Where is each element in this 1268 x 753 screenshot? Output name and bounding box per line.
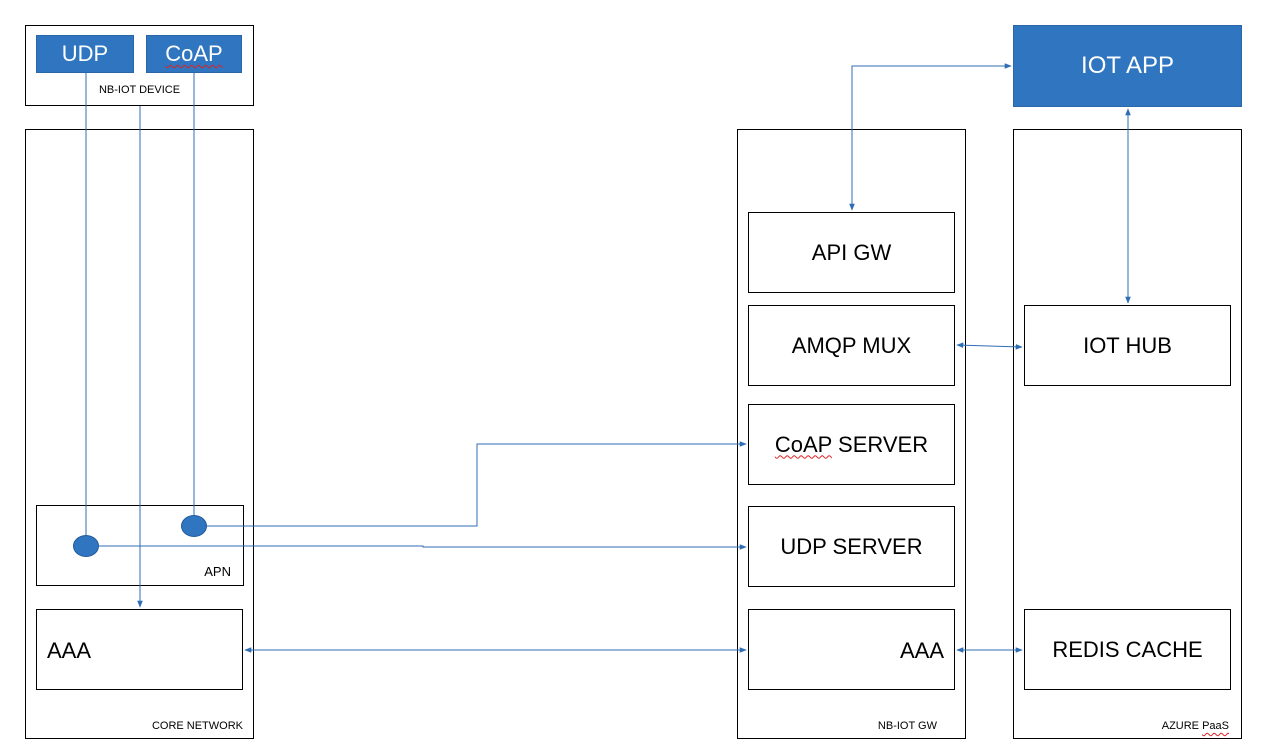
amqp-mux-label: AMQP MUX [791, 332, 912, 358]
coap-server-label: CoAP SERVER [774, 431, 929, 457]
api-gw-box: API GW [748, 212, 955, 293]
coap-block: CoAP [146, 35, 242, 73]
iot-hub-label: IOT HUB [1083, 332, 1172, 358]
redis-cache-box: REDIS CACHE [1024, 609, 1231, 690]
iot-hub-box: IOT HUB [1024, 305, 1231, 386]
core-aaa-box: AAA [36, 609, 243, 690]
iot-app-label: IOT APP [1081, 52, 1174, 79]
amqp-mux-box: AMQP MUX [748, 305, 955, 386]
gw-aaa-label: AAA [899, 638, 944, 663]
core-aaa-label: AAA [47, 638, 92, 663]
udp-block: UDP [36, 35, 134, 73]
nbiot-device-label: NB-IOT DEVICE [98, 84, 181, 96]
apn-box: APN [36, 505, 244, 586]
core-network-label: CORE NETWORK [151, 720, 243, 732]
apn-coap-endpoint [181, 515, 207, 537]
iot-app-block: IOT APP [1013, 25, 1242, 107]
udp-server-label: UDP SERVER [780, 533, 923, 559]
coap-label: CoAP [165, 41, 223, 66]
nbiot-gw-label: NB-IOT GW [877, 720, 937, 732]
azure-paas-label: AZURE PaaS [1161, 720, 1229, 732]
udp-label: UDP [61, 41, 109, 66]
apn-label: APN [204, 564, 231, 579]
udp-server-box: UDP SERVER [748, 506, 955, 587]
apn-udp-endpoint [73, 535, 99, 557]
redis-cache-label: REDIS CACHE [1052, 636, 1203, 662]
coap-server-box: CoAP SERVER [748, 404, 955, 485]
gw-aaa-box: AAA [748, 609, 955, 690]
coap-to-server-line [206, 441, 747, 527]
api-gw-label: API GW [811, 239, 892, 265]
